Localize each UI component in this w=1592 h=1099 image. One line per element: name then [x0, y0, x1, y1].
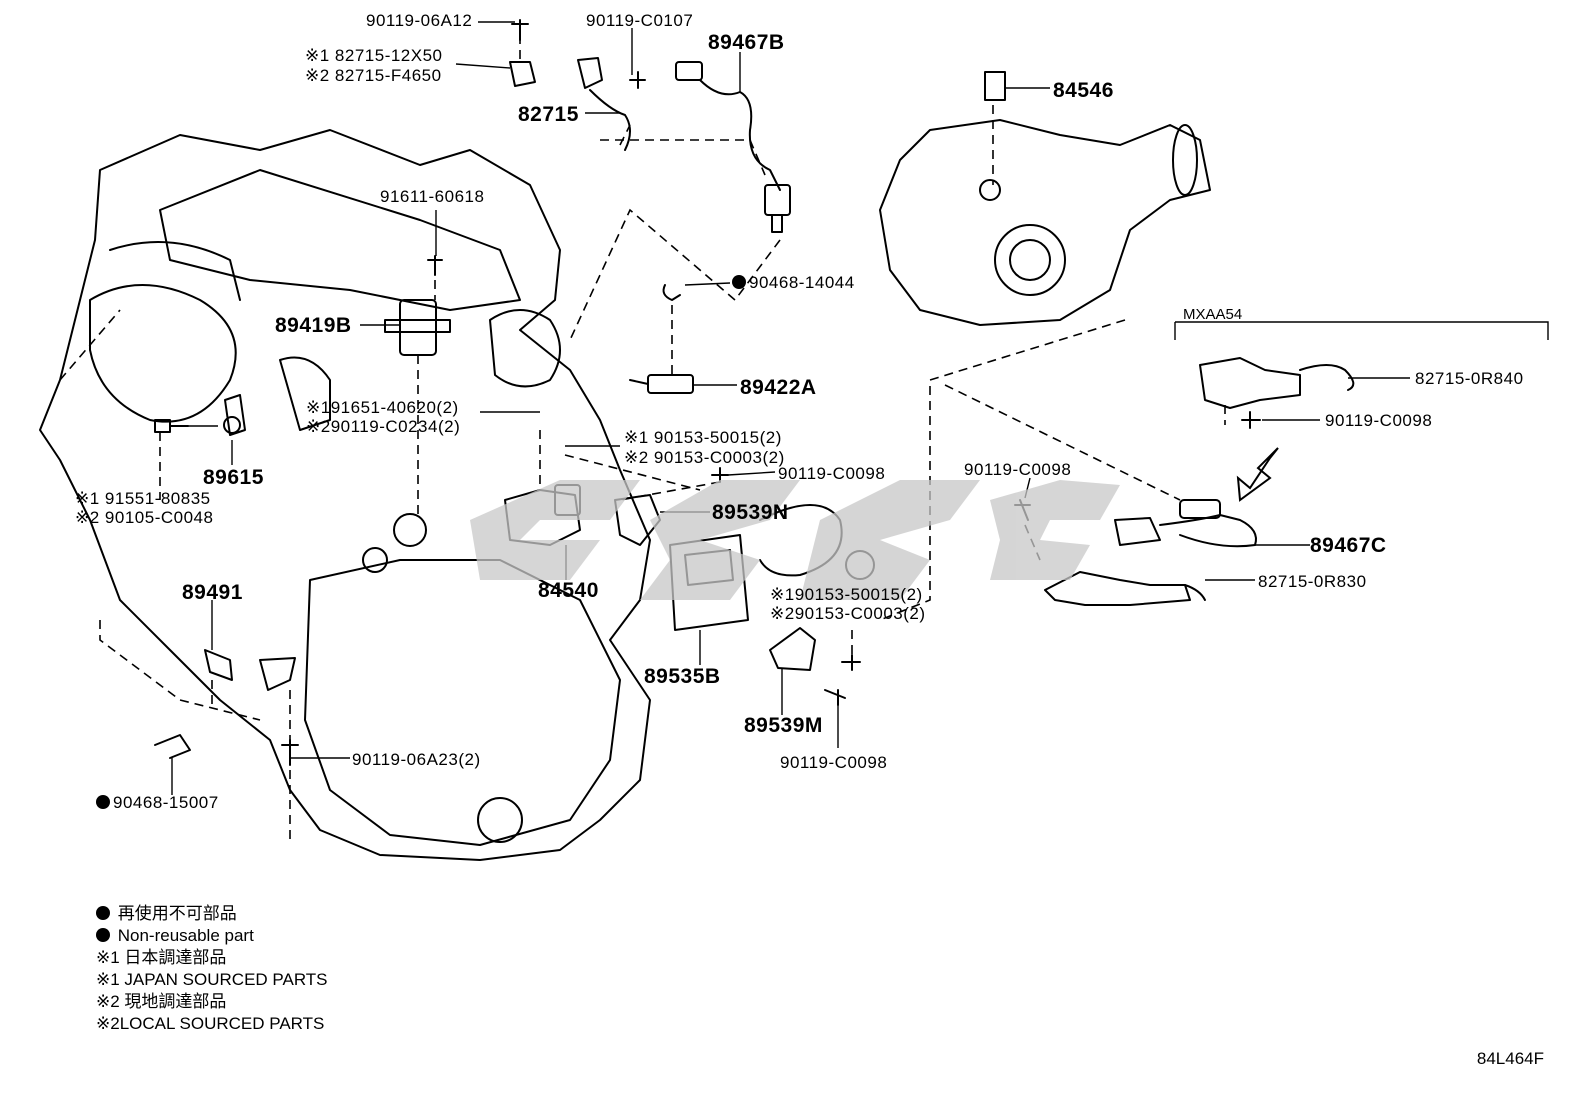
clip-90468-14044 — [662, 284, 681, 301]
label-82715-0r840: 82715-0R840 — [1415, 369, 1524, 388]
bolt-c0098-2 — [824, 689, 846, 706]
bracket-82715 — [577, 57, 603, 89]
label-89535b: 89535B — [644, 665, 721, 688]
label-191651-40620: ※191651-40620(2) — [306, 398, 459, 417]
label-290153-c0003-a: ※2 90153-C0003(2) — [624, 448, 785, 467]
label-91611-60618: 91611-60618 — [380, 187, 485, 206]
figure-id: 84L464F — [1476, 1049, 1544, 1068]
label-89539m: 89539M — [744, 714, 823, 737]
label-90119-c0098-c: 90119-C0098 — [780, 753, 888, 772]
label-290153-c0003-b: ※290153-C0003(2) — [770, 604, 926, 623]
clip-90468-15007 — [154, 734, 191, 759]
label-290105-c0048: ※2 90105-C0048 — [75, 508, 214, 527]
label-text: 90468-14044 — [749, 273, 855, 292]
label-90119-c0098-b: 90119-C0098 — [964, 460, 1072, 479]
bolt-c0098-1 — [841, 654, 861, 671]
label-89491: 89491 — [182, 581, 243, 604]
crank-housing — [279, 356, 331, 431]
label-89615: 89615 — [203, 466, 264, 489]
label-190153-50015-b: ※190153-50015(2) — [770, 585, 923, 604]
label-90119-c0098-d: 90119-C0098 — [1325, 411, 1433, 430]
bell-housing-circle — [477, 797, 523, 843]
sensor-89419b — [399, 299, 437, 356]
non-reusable-dot — [96, 795, 110, 809]
bracket-82715-12x50 — [509, 61, 536, 87]
label-290119-c0234: ※290119-C0234(2) — [306, 417, 461, 436]
sensor-89422a — [647, 374, 694, 394]
label-191551-80835: ※1 91551-80835 — [75, 489, 211, 508]
bore-circle-2 — [362, 547, 388, 573]
legend-row: 再使用不可部品 — [96, 903, 328, 925]
legend-row: Non-reusable part — [96, 925, 328, 947]
non-reusable-dot — [732, 275, 746, 289]
label-82715-0r830: 82715-0R830 — [1258, 572, 1367, 591]
label-82715: 82715 — [518, 103, 579, 126]
non-reusable-dot — [96, 928, 110, 942]
bore-circle — [393, 513, 427, 547]
legend-text: 再使用不可部品 — [117, 904, 237, 923]
label-84546: 84546 — [1053, 79, 1114, 102]
transmission-case — [304, 559, 621, 846]
label-90119-06a12: 90119-06A12 — [366, 11, 473, 30]
bracket-89539m — [769, 627, 816, 671]
label-text: 90468-15007 — [113, 793, 219, 812]
bolt-90119-06a23 — [281, 739, 299, 766]
sensor-89615 — [224, 394, 246, 436]
legend-text: Non-reusable part — [117, 926, 254, 945]
intake-runner-2 — [109, 241, 241, 301]
label-82715-f4650: ※2 82715-F4650 — [305, 66, 442, 85]
label-89467b: 89467B — [708, 31, 785, 54]
non-reusable-dot — [96, 906, 110, 920]
label-84540: 84540 — [538, 579, 599, 602]
legend: 再使用不可部品 Non-reusable part ※1 日本調達部品 ※1 J… — [96, 903, 328, 1035]
label-90468-15007: 90468-15007 — [96, 794, 219, 811]
label-89419b: 89419B — [275, 314, 352, 337]
watermark — [470, 480, 1120, 600]
sensor-89491 — [204, 649, 233, 681]
label-90119-c0098-a: 90119-C0098 — [778, 464, 886, 483]
intake-runner — [89, 284, 237, 423]
bracket-89491 — [259, 657, 296, 691]
sensor-89467b-wire — [699, 79, 781, 191]
sensor-84546 — [984, 71, 1006, 101]
label-190153-50015-a: ※1 90153-50015(2) — [624, 428, 782, 447]
engine-block-outline — [39, 129, 651, 861]
sensor-89467b-connector — [675, 61, 703, 81]
label-89422a: 89422A — [740, 376, 817, 399]
sensor-89467c — [1114, 517, 1161, 546]
transfer-case-flange — [994, 224, 1066, 296]
direction-arrow — [1236, 447, 1279, 502]
label-89467c: 89467C — [1310, 534, 1387, 557]
legend-text: ※2 現地調達部品 — [96, 992, 227, 1011]
legend-text: ※2LOCAL SOURCED PARTS — [96, 1014, 325, 1033]
bolt-91551-80835 — [154, 419, 189, 433]
legend-text: ※1 日本調達部品 — [96, 948, 227, 967]
engine-cylinder-head — [159, 169, 521, 311]
bracket-82715-0r840 — [1199, 357, 1301, 409]
label-90468-14044: 90468-14044 — [732, 274, 855, 291]
label-90119-c0107: 90119-C0107 — [586, 11, 694, 30]
throttle-body — [489, 309, 561, 388]
label-89539n: 89539N — [712, 501, 789, 524]
label-82715-12x50: ※1 82715-12X50 — [305, 46, 443, 65]
bracket-82715-0r830 — [1044, 571, 1191, 606]
transfer-case — [879, 119, 1211, 326]
bolt-91611-60618 — [427, 255, 443, 276]
legend-text: ※1 JAPAN SOURCED PARTS — [96, 970, 328, 989]
variant-label: MXAA54 — [1183, 306, 1243, 323]
label-90119-06a23: 90119-06A23(2) — [352, 750, 481, 769]
bolt-c0098-4 — [711, 467, 729, 483]
ecu-89535b — [669, 534, 749, 631]
